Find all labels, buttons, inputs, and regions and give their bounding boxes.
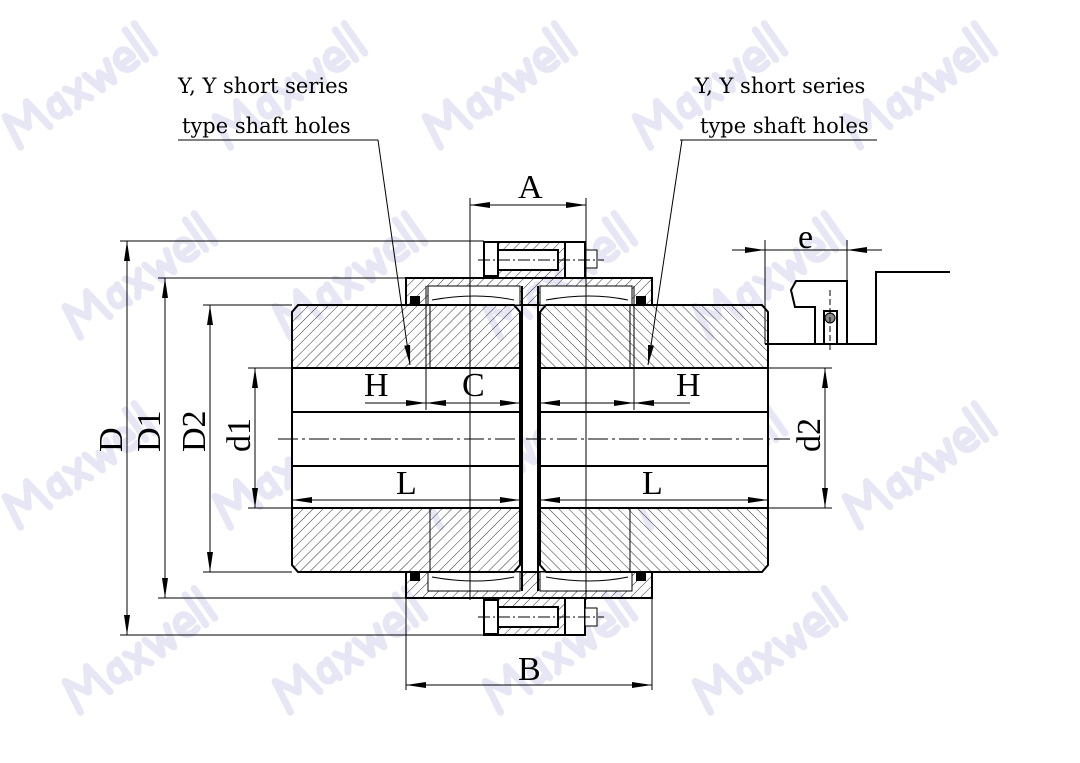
- callout-left-line2: type shaft holes: [182, 114, 351, 138]
- callout-leaders: [178, 139, 877, 366]
- dim-e: e: [798, 219, 813, 256]
- dim-D2: D2: [176, 410, 213, 452]
- watermark-logo: [840, 404, 995, 528]
- dim-d1: d1: [221, 418, 258, 452]
- bolt-bottom: [478, 597, 604, 636]
- dim-L-left: L: [396, 465, 417, 502]
- callout-right-line1: Y, Y short series: [694, 74, 865, 98]
- hub-left: [291, 304, 521, 573]
- dim-D: D: [93, 427, 130, 452]
- dim-C: C: [462, 367, 485, 404]
- dim-D1: D1: [131, 410, 168, 452]
- callout-left-line1: Y, Y short series: [177, 74, 348, 98]
- dim-H-left: H: [364, 367, 389, 404]
- watermark-logo: [270, 589, 425, 713]
- dim-H-right: H: [676, 367, 701, 404]
- dim-B: B: [518, 651, 541, 688]
- callout-right-line2: type shaft holes: [700, 114, 869, 138]
- seal-detail: [765, 271, 950, 352]
- bolt-top: [478, 241, 604, 279]
- watermark-logo: [420, 24, 575, 148]
- extension-lines: [120, 198, 848, 690]
- watermark-logo: [60, 214, 215, 338]
- dim-d2: d2: [791, 418, 828, 452]
- watermark-logo: [690, 589, 845, 713]
- watermark-logo: [60, 589, 215, 713]
- dimension-lines: [124, 202, 882, 688]
- center-web: [278, 286, 790, 591]
- dim-L-right: L: [642, 465, 663, 502]
- watermark-logo: [0, 24, 155, 148]
- hub-right: [539, 304, 769, 573]
- dim-A: A: [518, 169, 543, 206]
- sleeve: [405, 277, 653, 599]
